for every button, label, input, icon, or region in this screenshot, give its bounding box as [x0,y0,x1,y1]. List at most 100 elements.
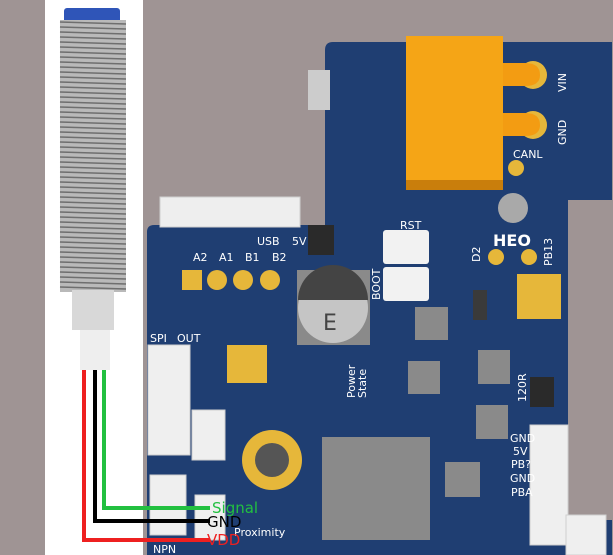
sensor-thread [59,181,127,185]
sensor-thread [59,206,127,210]
vdd-wire-label: VDD [207,531,240,549]
capacitor-mark: E [323,311,337,336]
sensor-thread [59,171,127,175]
sensor-thread [59,91,127,95]
sensor-thread [59,201,127,205]
svg-text:5V: 5V [513,445,528,458]
npn-label: NPN [153,543,176,555]
spi-label: SPI [150,332,167,345]
sensor-thread [59,71,127,75]
sensor-thread [59,271,127,275]
sensor-thread [59,61,127,65]
pad-label-a2: A2 [193,251,208,264]
sensor-thread [59,96,127,100]
sensor-thread [59,196,127,200]
usb-label: USB [257,235,280,248]
sensor-thread [59,126,127,130]
sensor-thread [59,76,127,80]
sensor-thread [59,256,127,260]
sensor-thread [59,236,127,240]
canl-label: CANL [513,148,543,161]
sensor-thread [59,86,127,90]
sensor-thread [59,276,127,280]
sensor-thread [59,36,127,40]
sensor-thread [59,106,127,110]
sensor-thread [59,81,127,85]
gnd-power-label: GND [556,120,569,145]
sensor-thread [59,101,127,105]
sensor-thread [59,66,127,70]
sensor-thread [59,46,127,50]
sensor-thread [59,26,127,30]
mounting-screw [498,193,528,223]
sensor-thread [59,286,127,290]
sensor-thread [59,226,127,230]
sensor-thread [59,116,127,120]
sensor-thread [59,121,127,125]
right-connector-pin-labels: GND 5V PB? GND PBA [510,432,535,499]
side-connector [308,70,330,110]
sensor-thread [59,131,127,135]
gold-pad [517,274,561,319]
sensor-thread [59,41,127,45]
svg-text:GND: GND [510,432,535,445]
sensor-thread [59,146,127,150]
sensor-thread [59,241,127,245]
sensor-thread [59,221,127,225]
boot-button[interactable] [383,267,429,301]
sensor-thread [59,136,127,140]
sensor-thread [59,216,127,220]
sensor-thread [59,151,127,155]
svg-text:PBA: PBA [511,486,533,499]
120r-jumper[interactable] [530,377,554,407]
signal-wire-label: Signal [212,499,258,517]
sensor-thread [59,166,127,170]
pads [182,270,280,290]
sensor-thread [59,141,127,145]
boot-label: BOOT [370,268,383,300]
power-connector [406,36,547,190]
top-connector [159,196,301,228]
sensor-thread [59,51,127,55]
sensor-thread [59,246,127,250]
svg-text:PB?: PB? [511,458,531,471]
sensor-thread [59,31,127,35]
proximity-sensor [59,8,127,370]
proximity-label: Proximity [234,526,286,539]
chips [322,290,510,540]
pad-label-b1: B1 [245,251,260,264]
gnd-wire-label: GND [207,513,241,531]
sensor-thread [59,231,127,235]
pad-label-b2: B2 [272,251,287,264]
sensor-thread [59,176,127,180]
vin-label: VIN [556,73,569,92]
sensor-thread [59,56,127,60]
sensor-thread [59,251,127,255]
jst-connectors [147,344,607,555]
sensor-thread [59,156,127,160]
usb-5v-jumper[interactable] [308,225,334,255]
diode-label: D2 [470,247,483,262]
svg-text:GND: GND [510,472,535,485]
sensor-thread [59,161,127,165]
5v-label: 5V [292,235,307,248]
sensor-thread [59,266,127,270]
rst-button[interactable] [383,230,429,264]
pb13-label: PB13 [542,238,555,266]
rst-label: RST [400,219,422,232]
wires [82,370,210,542]
capacitor [297,265,370,345]
sensor-thread [59,186,127,190]
board-name: HEO [493,231,531,250]
sensor-thread [59,111,127,115]
sensor-thread [59,191,127,195]
sensor-thread [59,281,127,285]
out-label: OUT [177,332,201,345]
sensor-thread [59,21,127,25]
sensor-thread [59,261,127,265]
120r-label: 120R [516,373,529,402]
sensor-thread [59,211,127,215]
state-led-label: State [356,369,369,398]
gold-footprint [227,345,267,383]
